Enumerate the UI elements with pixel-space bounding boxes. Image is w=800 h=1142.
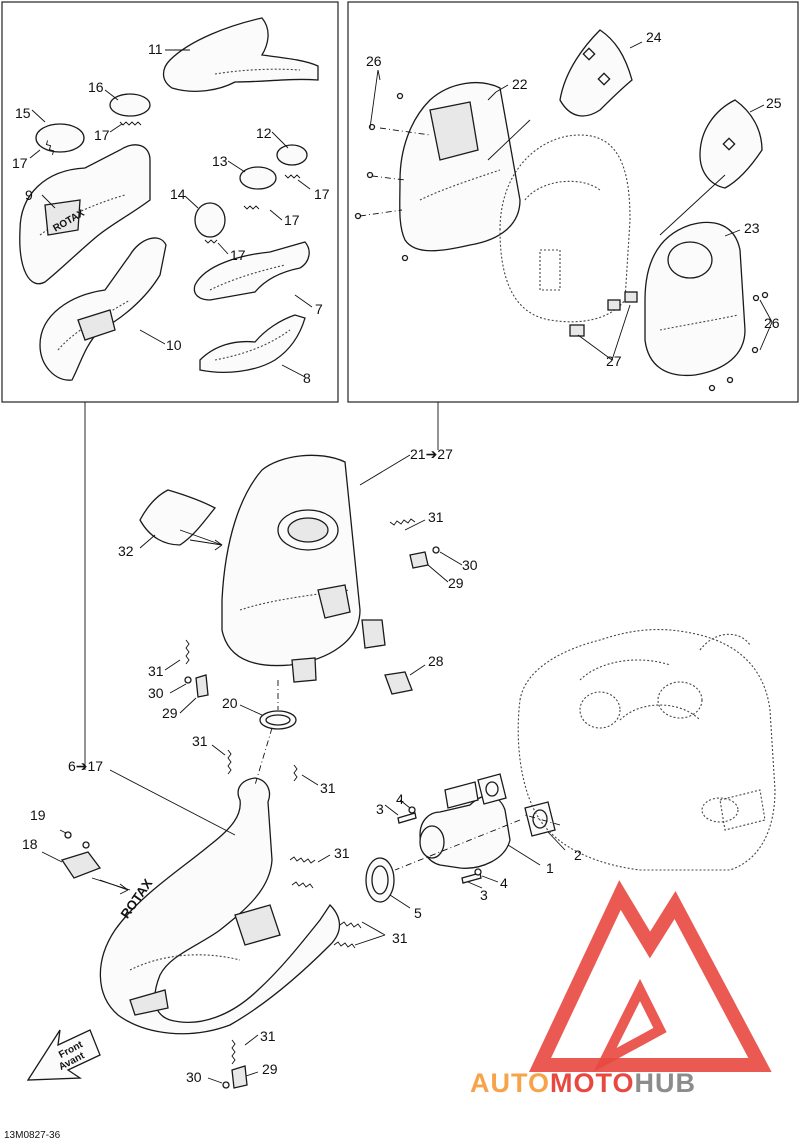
watermark-moto: MOTO (550, 1068, 635, 1098)
dash-leaders (254, 127, 561, 871)
callout-31: 31 (192, 733, 208, 749)
watermark-text: AUTOMOTOHUB (470, 1068, 696, 1098)
callout-17: 17 (314, 186, 330, 202)
clamp-ring-16 (109, 93, 151, 117)
callout-24: 24 (646, 29, 662, 45)
callout-21-27: 21➔27 (410, 446, 453, 462)
muffler-cover-23 (644, 221, 746, 377)
callout-17: 17 (94, 127, 110, 143)
watermark-auto: AUTO (470, 1068, 550, 1098)
callout-28: 28 (428, 653, 444, 669)
exhaust-manifold-1 (419, 781, 511, 869)
clamp-ring-15 (35, 123, 85, 153)
callout-31: 31 (320, 780, 336, 796)
bracket-18 (60, 831, 102, 879)
spring-17b (45, 140, 55, 156)
callout-6-17: 6➔17 (68, 758, 103, 774)
callout-30: 30 (186, 1069, 202, 1085)
springs-17-right (204, 174, 301, 244)
arrows (99, 91, 497, 895)
springs-31 (185, 518, 416, 1065)
muffler-housing-ghost (499, 134, 631, 323)
callout-26: 26 (764, 315, 780, 331)
callout-4: 4 (396, 791, 404, 807)
callout-9: 9 (25, 187, 33, 203)
callout-32: 32 (118, 543, 134, 559)
callout-23: 23 (744, 220, 760, 236)
grommets-27 (569, 291, 638, 337)
callout-25: 25 (766, 95, 782, 111)
callout-29: 29 (162, 705, 178, 721)
clamp-ring-13 (239, 166, 277, 190)
clamp-ring-12 (276, 144, 308, 166)
watermark-hub: HUB (635, 1068, 697, 1098)
gasket-2 (477, 773, 556, 837)
muffler-cover-22 (399, 82, 521, 252)
callout-18: 18 (22, 836, 38, 852)
callouts: 11 16 15 17 17 9 12 13 17 17 14 17 7 10 … (12, 29, 782, 1085)
clamp-ring-14 (194, 202, 226, 238)
callout-31: 31 (428, 509, 444, 525)
exhaust-pipe-rear-10 (39, 237, 167, 381)
heat-pad-32 (139, 489, 217, 546)
callout-29: 29 (448, 575, 464, 591)
callout-31: 31 (392, 930, 408, 946)
callout-30: 30 (462, 557, 478, 573)
callout-26: 26 (366, 53, 382, 69)
muffler-assembly-21 (221, 454, 386, 683)
heat-shield-7 (193, 241, 310, 301)
engine-block-ghost (517, 629, 776, 871)
watermark-logo: AUTOMOTOHUB (470, 880, 772, 1098)
gasket-24 (559, 29, 633, 117)
callout-13: 13 (212, 153, 228, 169)
callout-5: 5 (414, 905, 422, 921)
callout-11: 11 (148, 41, 163, 57)
bolts-3-4 (397, 806, 482, 884)
heat-shield-11 (162, 17, 319, 92)
sensor-28 (384, 671, 413, 695)
clips-29-30 (184, 546, 440, 1089)
gasket-ring-20 (259, 710, 297, 730)
inset-frame-right (347, 1, 799, 403)
callout-8: 8 (303, 370, 311, 386)
callout-27: 27 (606, 353, 622, 369)
reference-code: 13M0827-36 (4, 1130, 61, 1141)
callout-2: 2 (574, 847, 582, 863)
callout-4: 4 (500, 875, 508, 891)
callout-12: 12 (256, 125, 272, 141)
callout-10: 10 (166, 337, 182, 353)
callout-31: 31 (260, 1028, 276, 1044)
callout-1: 1 (546, 860, 554, 876)
seal-ring-5 (365, 857, 395, 903)
gasket-25 (699, 99, 763, 189)
callout-17: 17 (230, 247, 246, 263)
inset-frame-left (1, 1, 339, 403)
heat-shield-8 (199, 314, 306, 373)
leader-lines (29, 41, 773, 1084)
callout-22: 22 (512, 76, 528, 92)
callout-30: 30 (148, 685, 164, 701)
front-direction-arrow: Front Avant (26, 1029, 101, 1081)
callout-14: 14 (170, 186, 186, 202)
callout-3: 3 (480, 887, 488, 903)
spring-17a (119, 121, 142, 126)
callout-19: 19 (30, 807, 46, 823)
callout-29: 29 (262, 1061, 278, 1077)
exhaust-pipe-assembly-6: ROTAX (99, 777, 341, 1035)
callout-17: 17 (12, 155, 28, 171)
callout-20: 20 (222, 695, 238, 711)
callout-31: 31 (148, 663, 164, 679)
callout-16: 16 (88, 79, 104, 95)
exhaust-pipe-front-9: ROTAX (19, 144, 151, 285)
callout-3: 3 (376, 801, 384, 817)
callout-7: 7 (315, 301, 323, 317)
callout-31: 31 (334, 845, 350, 861)
callout-17: 17 (284, 212, 300, 228)
callout-15: 15 (15, 105, 31, 121)
